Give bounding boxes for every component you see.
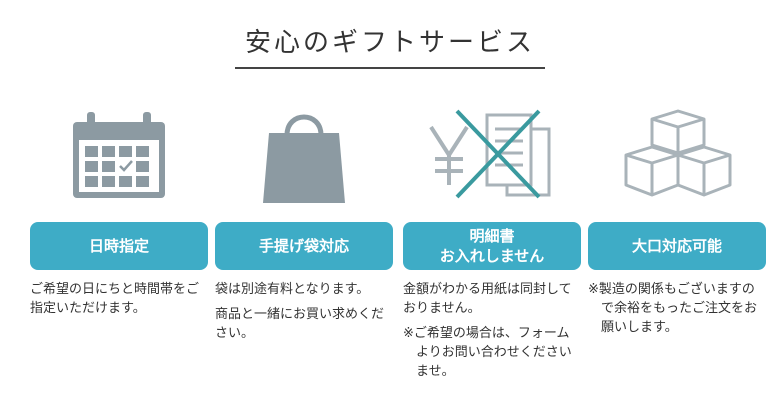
service-no-statement: 明細書 お入れしません 金額がわかる用紙は同封しておりません。 ※ご希望の場合は… [403, 100, 581, 387]
bulk-badge: 大口対応可能 [588, 222, 766, 270]
description-text: 袋は別途有料となります。 [215, 282, 370, 297]
service-bulk-orders: 大口対応可能 ※製造の関係もございますので余裕をもったご注文をお願いします。 [588, 100, 766, 343]
date-time-badge: 日時指定 [30, 222, 208, 270]
stacked-boxes-icon [588, 100, 766, 210]
statement-badge: 明細書 お入れしません [403, 222, 581, 270]
service-bag: 手提げ袋対応 袋は別途有料となります。 商品と一緒にお買い求めください。 [215, 100, 393, 349]
description-text: ご希望の日にちと時間帯をご指定いただけます。 [30, 282, 200, 316]
service-date-time: 日時指定 ご希望の日にちと時間帯をご指定いただけます。 [30, 100, 208, 324]
badge-label-line2: お入れしません [439, 247, 545, 265]
page-title: 安心のギフトサービス [234, 22, 545, 69]
description-note: ※ご希望の場合は、フォームよりお問い合わせくださいませ。 [403, 326, 572, 379]
description-text: 金額がわかる用紙は同封しておりません。 [403, 282, 572, 316]
bag-badge: 手提げ袋対応 [215, 222, 393, 270]
shopping-bag-icon [215, 100, 393, 210]
badge-label: 手提げ袋対応 [258, 237, 349, 255]
bulk-description: ※製造の関係もございますので余裕をもったご注文をお願いします。 [588, 280, 766, 337]
description-text: 商品と一緒にお買い求めください。 [215, 307, 385, 341]
title-wrapper: 安心のギフトサービス [0, 22, 780, 69]
bag-description: 袋は別途有料となります。 商品と一緒にお買い求めください。 [215, 280, 393, 343]
statement-description: 金額がわかる用紙は同封しておりません。 ※ご希望の場合は、フォームよりお問い合わ… [403, 280, 581, 381]
badge-label: 大口対応可能 [631, 237, 722, 255]
no-price-receipt-icon [403, 100, 581, 210]
calendar-check-icon [30, 100, 208, 210]
badge-label-line1: 明細書 [469, 227, 515, 245]
badge-label: 日時指定 [88, 237, 149, 255]
date-time-description: ご希望の日にちと時間帯をご指定いただけます。 [30, 280, 208, 318]
description-note: ※製造の関係もございますので余裕をもったご注文をお願いします。 [588, 282, 758, 335]
